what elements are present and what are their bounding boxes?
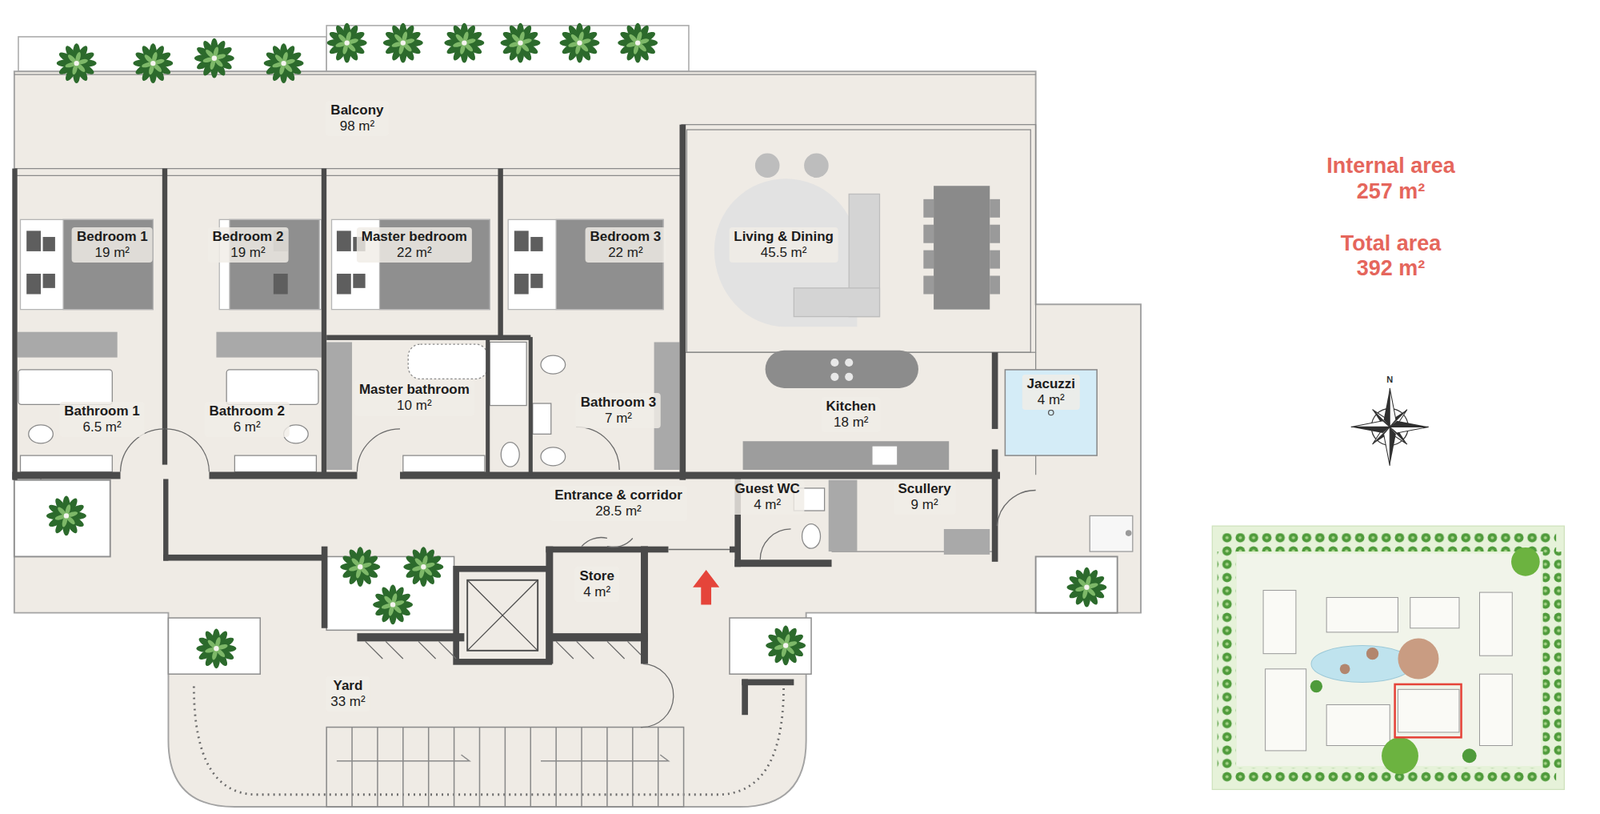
room-area: 4 m² xyxy=(735,496,800,513)
room-name: Entrance & corridor xyxy=(554,487,683,504)
room-area: 22 m² xyxy=(361,244,468,261)
room-area: 9 m² xyxy=(898,496,952,513)
room-area: 4 m² xyxy=(579,584,614,600)
room-label: Master bathroom10 m² xyxy=(354,380,475,416)
room-name: Bedroom 3 xyxy=(589,228,661,245)
room-area: 6.5 m² xyxy=(64,419,140,436)
room-name: Yard xyxy=(330,677,365,694)
room-label: Bedroom 219 m² xyxy=(208,227,289,263)
room-name: Kitchen xyxy=(826,398,876,415)
room-name: Store xyxy=(579,568,614,584)
room-area: 10 m² xyxy=(359,397,470,414)
room-label: Jacuzzi4 m² xyxy=(1022,374,1080,410)
room-name: Master bedroom xyxy=(361,228,468,245)
room-name: Master bathroom xyxy=(359,381,470,398)
room-label: Balcony98 m² xyxy=(325,100,388,136)
room-area: 33 m² xyxy=(330,693,365,710)
room-label: Living & Dining45.5 m² xyxy=(728,227,839,263)
room-area: 4 m² xyxy=(1027,392,1076,408)
room-label: Bedroom 119 m² xyxy=(72,227,153,263)
room-name: Bedroom 1 xyxy=(76,228,148,245)
room-label: Bathroom 37 m² xyxy=(576,392,661,428)
area-summary: Internal area xyxy=(1326,152,1456,178)
area-summary: 392 m² xyxy=(1356,256,1426,281)
room-area: 7 m² xyxy=(580,410,656,427)
compass-letter: N xyxy=(1386,374,1393,384)
room-name: Bedroom 2 xyxy=(212,228,284,245)
area-summary: 257 m² xyxy=(1356,178,1426,204)
room-name: Scullery xyxy=(898,480,952,497)
room-area: 19 m² xyxy=(212,244,284,261)
room-label: Scullery9 m² xyxy=(893,479,956,515)
room-name: Bathroom 1 xyxy=(64,403,140,420)
room-label: Bathroom 16.5 m² xyxy=(59,401,144,437)
room-label: Entrance & corridor28.5 m² xyxy=(549,485,688,521)
room-area: 18 m² xyxy=(826,414,876,431)
room-area: 22 m² xyxy=(589,244,661,261)
room-label: Master bedroom22 m² xyxy=(356,227,472,263)
area-summary: Total area xyxy=(1340,230,1442,256)
room-area: 19 m² xyxy=(76,244,148,261)
room-name: Bathroom 2 xyxy=(208,403,284,420)
room-label: Yard33 m² xyxy=(325,676,370,712)
room-area: 45.5 m² xyxy=(733,244,834,261)
room-area: 28.5 m² xyxy=(554,503,683,520)
room-name: Living & Dining xyxy=(733,228,834,245)
room-label: Bathroom 26 m² xyxy=(204,401,289,437)
room-area: 98 m² xyxy=(330,118,384,135)
room-name: Balcony xyxy=(330,102,384,119)
room-label: Guest WC4 m² xyxy=(730,479,805,515)
room-label: Store4 m² xyxy=(574,566,619,602)
room-area: 6 m² xyxy=(208,419,284,436)
room-label: Kitchen18 m² xyxy=(821,396,881,432)
room-name: Jacuzzi xyxy=(1027,376,1076,392)
room-label: Bedroom 322 m² xyxy=(584,227,666,263)
room-name: Guest WC xyxy=(735,480,800,497)
room-name: Bathroom 3 xyxy=(580,394,656,411)
